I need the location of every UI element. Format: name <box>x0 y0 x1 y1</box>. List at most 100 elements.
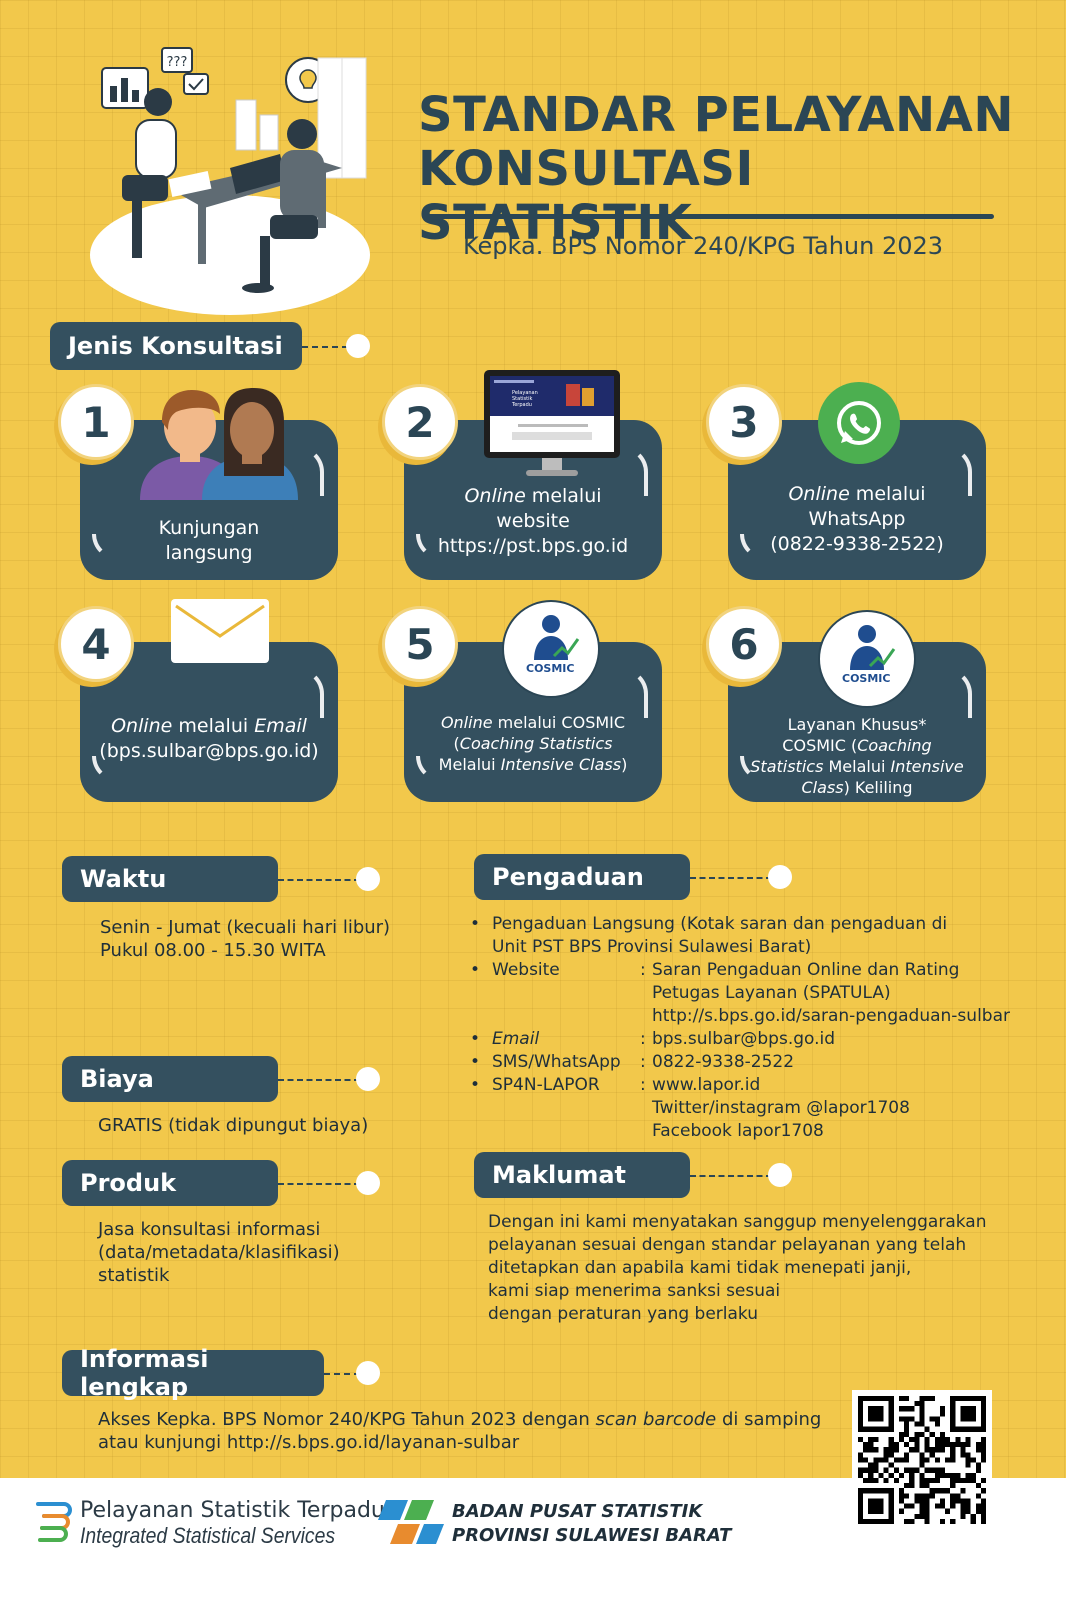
card-6-line-4: ) Keliling <box>843 778 913 797</box>
section-label-text: Pengaduan <box>492 863 644 891</box>
section-label-biaya: Biaya <box>62 1056 278 1102</box>
channel-link[interactable]: bps.sulbar@bps.go.id <box>652 1029 836 1049</box>
biaya-text: GRATIS (tidak dipungut biaya) <box>98 1115 369 1136</box>
card-1-line-2: langsung <box>165 542 253 564</box>
bullet: • <box>470 1052 481 1072</box>
maklumat-text: Dengan ini kami menyatakan sanggup menye… <box>488 1211 987 1326</box>
maklumat-line: dengan peraturan yang berlaku <box>488 1304 759 1324</box>
pengaduan-langsung-line-1: Pengaduan Langsung (Kotak saran dan peng… <box>492 914 948 934</box>
section-label-info: Informasi lengkap <box>62 1345 324 1401</box>
whatsapp-icon <box>818 382 900 464</box>
card-4-italic-2: Email <box>254 715 307 737</box>
connector-line <box>278 1079 360 1081</box>
separator: : <box>640 960 646 980</box>
section-label-waktu: Waktu <box>62 856 278 902</box>
maklumat-line: Dengan ini kami menyatakan sanggup menye… <box>488 1212 987 1232</box>
cosmic-logo: COSMIC <box>502 600 600 698</box>
channel-detail: Facebook lapor1708 <box>652 1121 824 1141</box>
card-5-line-1: melalui COSMIC <box>492 713 626 732</box>
pst-logo-text: Pelayanan Statistik Terpadu Integrated S… <box>80 1498 385 1549</box>
section-label-text: Produk <box>80 1169 177 1197</box>
card-5-line-3: Melalui <box>438 755 501 774</box>
info-line-1-italic: scan barcode <box>595 1409 717 1430</box>
produk-text: Jasa konsultasi informasi (data/metadata… <box>98 1218 340 1287</box>
card-1-line-1: Kunjungan <box>158 517 260 539</box>
pst-logo-icon <box>34 1498 74 1548</box>
info-line-2[interactable]: atau kunjungi http://s.bps.go.id/layanan… <box>98 1432 520 1453</box>
connector-dot <box>768 1163 792 1187</box>
connector-dot <box>768 865 792 889</box>
pengaduan-item-lapor: • SP4N-LAPOR : www.lapor.id Twitter/inst… <box>470 1074 1050 1143</box>
card-swoosh <box>622 668 648 718</box>
card-2-line-1: melalui <box>525 485 602 507</box>
number-badge-1: 1 <box>58 384 134 460</box>
connector-line <box>690 1175 772 1177</box>
info-line-1-end: di samping <box>716 1409 822 1430</box>
connector-dot <box>356 1171 380 1195</box>
connector-line <box>324 1373 360 1375</box>
bullet: • <box>470 960 481 980</box>
channel-link[interactable]: http://s.bps.go.id/saran-pengaduan-sulba… <box>652 1006 1010 1026</box>
card-3-line-2: WhatsApp <box>808 508 906 530</box>
bullet: • <box>470 914 481 934</box>
title-divider <box>422 214 994 219</box>
section-label-text: Biaya <box>80 1065 154 1093</box>
separator: : <box>640 1075 646 1095</box>
info-line-1: Akses Kepka. BPS Nomor 240/KPG Tahun 202… <box>98 1409 596 1430</box>
card-4-line-1: melalui <box>172 715 255 737</box>
number-badge-6: 6 <box>706 606 782 682</box>
section-label-text: Waktu <box>80 865 167 893</box>
waktu-text: Senin - Jumat (kecuali hari libur) Pukul… <box>100 916 390 962</box>
svg-text:???: ??? <box>167 55 188 70</box>
card-3-italic: Online <box>788 483 850 505</box>
separator: : <box>640 1029 646 1049</box>
number-badge-2: 2 <box>382 384 458 460</box>
card-6-italic-3: Statistics <box>750 757 824 776</box>
number-badge-5: 5 <box>382 606 458 682</box>
section-label-produk: Produk <box>62 1160 278 1206</box>
connector-line <box>690 877 772 879</box>
card-2-line-2: website <box>496 510 570 532</box>
pst-line-1: Pelayanan Statistik Terpadu <box>80 1498 385 1523</box>
cosmic-logo-text: COSMIC <box>842 672 891 685</box>
connector-dot <box>346 334 370 358</box>
channel-detail: 0822-9338-2522 <box>652 1052 795 1072</box>
bullet: • <box>470 1029 481 1049</box>
card-5-italic: Online <box>440 713 493 732</box>
card-4-line-2[interactable]: (bps.sulbar@bps.go.id) <box>99 740 319 762</box>
channel-name: Email <box>492 1029 540 1049</box>
channel-link[interactable]: www.lapor.id <box>652 1075 761 1095</box>
produk-line-1: Jasa konsultasi informasi <box>98 1219 321 1240</box>
cosmic-logo-text: COSMIC <box>526 662 575 675</box>
bps-logo-text: BADAN PUSAT STATISTIK PROVINSI SULAWESI … <box>452 1500 731 1548</box>
monitor-screen-heading: Pelayanan Statistik Terpadu <box>512 390 538 408</box>
card-swoosh <box>298 446 324 496</box>
pengaduan-item-website: • Website : Saran Pengaduan Online dan R… <box>470 959 1050 1028</box>
section-label-pengaduan: Pengaduan <box>474 854 690 900</box>
bullet: • <box>470 1075 481 1095</box>
channel-name: SMS/WhatsApp <box>492 1052 621 1072</box>
number-badge-4: 4 <box>58 606 134 682</box>
number-badge-3: 3 <box>706 384 782 460</box>
produk-line-3: statistik <box>98 1265 170 1286</box>
waktu-line-1: Senin - Jumat (kecuali hari libur) <box>100 917 391 938</box>
qr-code[interactable] <box>852 1390 992 1530</box>
connector-line <box>278 1183 360 1185</box>
section-label-maklumat: Maklumat <box>474 1152 690 1198</box>
pengaduan-langsung-line-2: Unit PST BPS Provinsi Sulawesi Barat) <box>492 937 812 957</box>
channel-detail: Twitter/instagram @lapor1708 <box>652 1098 910 1118</box>
title-line-2: KONSULTASI STATISTIK <box>418 141 754 251</box>
card-swoosh <box>622 446 648 496</box>
card-4-italic: Online <box>111 715 173 737</box>
card-swoosh <box>946 668 972 718</box>
card-6-line-3: Melalui <box>823 757 891 776</box>
card-6-line-2: COSMIC ( <box>782 736 858 755</box>
card-swoosh <box>298 668 324 718</box>
section-label-jenis: Jenis Konsultasi <box>50 322 302 370</box>
card-5-line-2: Coaching Statistics <box>459 734 613 753</box>
pengaduan-item-sms: • SMS/WhatsApp : 0822-9338-2522 <box>470 1051 1050 1074</box>
card-2-line-3[interactable]: https://pst.bps.go.id <box>437 535 629 557</box>
separator: : <box>640 1052 646 1072</box>
card-3-line-3[interactable]: (0822-9338-2522) <box>770 533 944 555</box>
bps-logo-icon <box>378 1494 444 1548</box>
